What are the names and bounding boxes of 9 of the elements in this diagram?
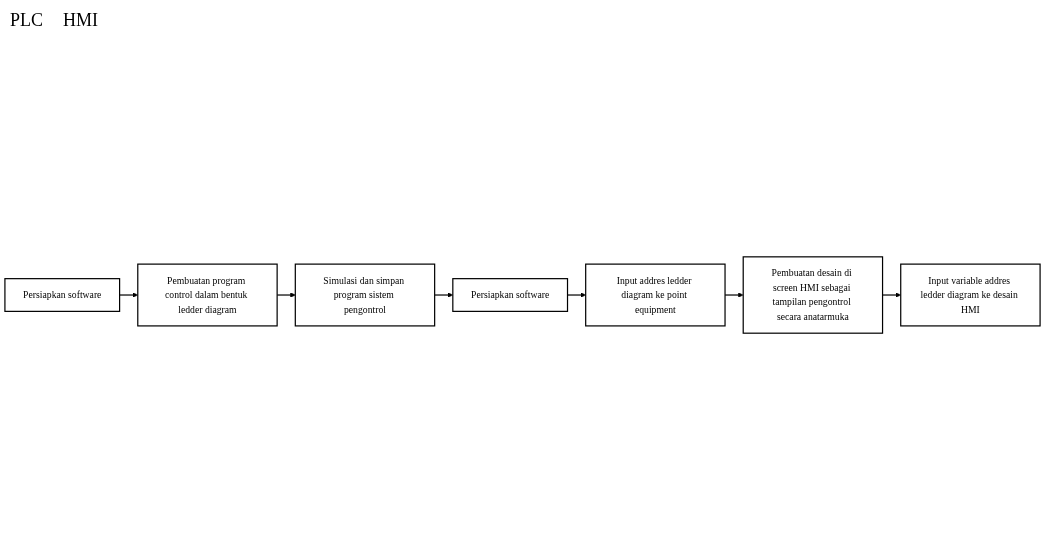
row-label: PLC <box>10 10 43 31</box>
node-box: Persiapkan software <box>4 278 121 312</box>
node-box: Simulasi dan simpan program sistem pengontrol <box>294 263 436 327</box>
node-box: Persiapkan software <box>452 278 569 312</box>
node-box: Input variable addres ledder diagram ke desain HMI <box>900 263 1041 327</box>
node-box: Pembuatan desain di screen HMI sebagai tampilan pengontrol secara anatarmuka <box>742 256 884 334</box>
node-box: Input addres ledder diagram ke point equipment <box>585 263 726 327</box>
node-box: Pembuatan program control dalam bentuk ledder diagram <box>137 263 278 327</box>
row-label: HMI <box>63 10 98 31</box>
